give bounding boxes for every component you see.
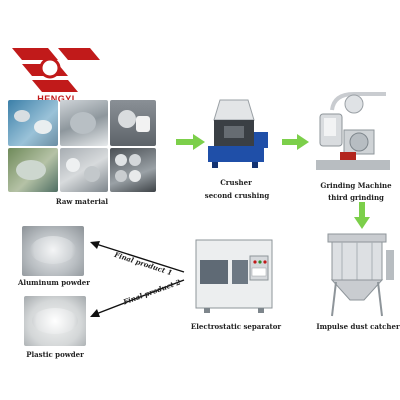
raw-material-photos: [8, 100, 156, 196]
arrow-right-icon: [282, 134, 309, 150]
grinding-machine-label: Grinding Machine: [320, 181, 392, 190]
raw-photo-2: [60, 100, 108, 146]
hengyi-logo: [10, 42, 102, 102]
arrow-right-icon: [176, 134, 205, 150]
raw-material-label: Raw material: [55, 197, 109, 206]
raw-photo-3: [110, 100, 156, 146]
crusher-machine: [208, 99, 268, 168]
final-product-2-arrow: [90, 279, 185, 317]
logo-mark-icon: [12, 48, 100, 92]
aluminum-powder-photo: [22, 226, 84, 276]
arrow-down-icon: [354, 202, 370, 229]
raw-photo-1: [8, 100, 58, 146]
plastic-powder-photo: [24, 296, 86, 346]
impulse-dust-catcher: [327, 233, 394, 317]
grinding-machine: [316, 92, 390, 170]
aluminum-powder-label: Aluminum powder: [18, 278, 90, 287]
raw-photo-5: [60, 148, 108, 192]
crusher-label: Crusher: [220, 178, 252, 187]
electrostatic-separator-label: Electrostatic separator: [190, 322, 282, 331]
logo-brand-text: HENGYI: [37, 94, 75, 104]
raw-photo-4: [8, 148, 58, 192]
electrostatic-separator: [195, 239, 273, 313]
third-grinding-label: third grinding: [328, 193, 384, 202]
second-crushing-label: second crushing: [204, 191, 270, 200]
raw-photo-6: [110, 148, 156, 192]
impulse-dust-catcher-label: Impulse dust catcher: [316, 322, 400, 331]
plastic-powder-label: Plastic powder: [26, 350, 84, 359]
final-product-1-arrow: [90, 241, 185, 273]
